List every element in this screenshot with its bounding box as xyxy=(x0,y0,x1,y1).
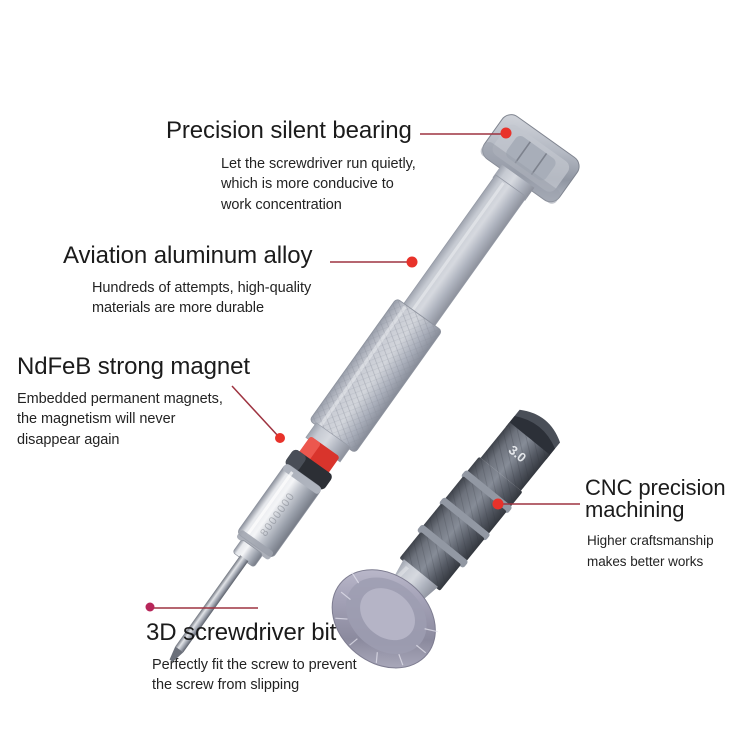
callout-body-magnet: Embedded permanent magnets, the magnetis… xyxy=(17,390,223,449)
3d-screwdriver-bit-tip xyxy=(175,555,249,653)
machined-body xyxy=(385,457,522,610)
leader-line-magnet xyxy=(231,385,280,438)
callout-aviation-aluminum-alloy: Aviation aluminum alloy Hundreds of atte… xyxy=(63,242,313,319)
dot-alloy xyxy=(406,256,418,268)
leader-dots xyxy=(145,127,512,612)
dot-magnet xyxy=(275,433,285,443)
callout-cnc-precision-machining: CNC precision machining Higher craftsman… xyxy=(585,475,726,573)
cap-neck xyxy=(492,164,535,201)
ndfeb-magnet-collar xyxy=(285,437,339,490)
callout-title-magnet: NdFeB strong magnet xyxy=(17,353,250,380)
callout-body-bit: Perfectly fit the screw to prevent the s… xyxy=(152,656,357,694)
main-screwdriver: 8000000 xyxy=(169,114,580,662)
callout-body-alloy: Hundreds of attempts, high-quality mater… xyxy=(92,279,312,317)
aluminum-alloy-shaft xyxy=(402,174,528,328)
callout-body-bearing: Let the screwdriver run quietly, which i… xyxy=(221,155,416,214)
callout-title-cnc: CNC precision machining xyxy=(585,475,726,523)
leader-lines xyxy=(150,133,580,609)
knurled-grip xyxy=(310,299,442,452)
callout-title-bit: 3D screwdriver bit xyxy=(146,619,337,646)
callout-ndfeb-strong-magnet: NdFeB strong magnet Embedded permanent m… xyxy=(17,353,250,451)
callout-3d-screwdriver-bit: 3D screwdriver bit Perfectly fit the scr… xyxy=(146,619,357,696)
chrome-barrel: 8000000 xyxy=(237,464,322,560)
callout-title-alloy: Aviation aluminum alloy xyxy=(63,242,313,269)
callout-body-cnc: Higher craftsmanship makes better works xyxy=(587,532,714,569)
callout-title-bearing: Precision silent bearing xyxy=(166,117,412,144)
dot-cnc xyxy=(492,498,504,510)
faceted-bit-socket: 3.0 xyxy=(480,409,561,491)
dot-bearing xyxy=(500,127,512,139)
cnc-bit-holder: 3.0 xyxy=(331,409,561,669)
callout-precision-silent-bearing: Precision silent bearing Let the screwdr… xyxy=(166,117,416,216)
knurled-end-knob xyxy=(331,569,438,669)
dot-bit xyxy=(145,602,155,612)
